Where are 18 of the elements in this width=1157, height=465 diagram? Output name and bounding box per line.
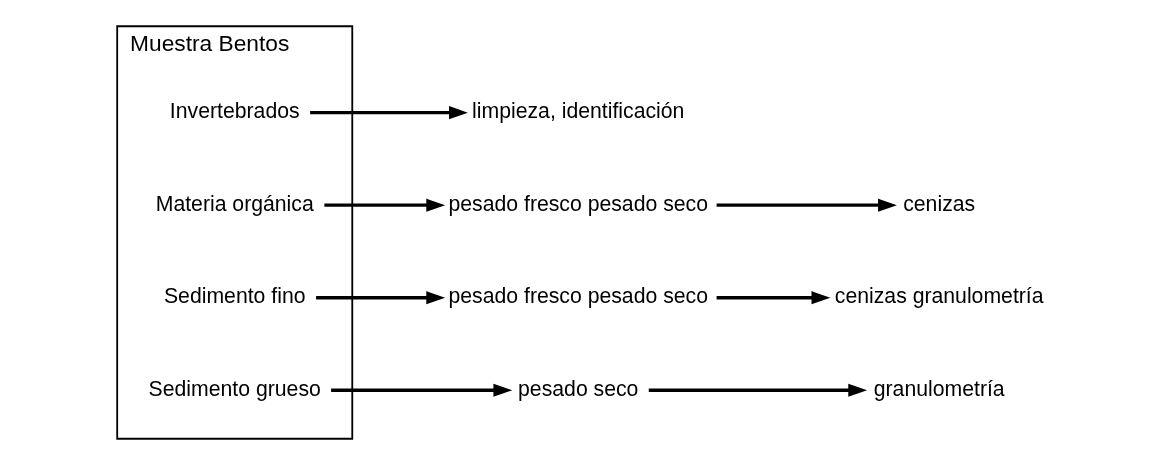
- arrow: [315, 291, 445, 305]
- node-text: pesado fresco pesado seco: [447, 284, 708, 308]
- node-text: Sedimento fino: [163, 284, 306, 308]
- node-text: limpieza, identificación: [471, 99, 684, 123]
- node-text: Sedimento grueso: [148, 376, 321, 400]
- arrow: [323, 198, 445, 212]
- node-text: Invertebrados: [169, 99, 300, 123]
- arrow: [648, 383, 867, 397]
- arrow: [309, 106, 468, 120]
- node-text: granulometría: [873, 376, 1005, 400]
- node-text: cenizas granulometría: [834, 284, 1044, 308]
- node-text: Materia orgánica: [155, 191, 314, 215]
- arrow: [716, 291, 830, 305]
- node-text: cenizas: [902, 191, 975, 215]
- arrow: [716, 198, 897, 212]
- arrow: [330, 383, 512, 397]
- node-text: pesado seco: [517, 376, 638, 400]
- node-text: pesado fresco pesado seco: [447, 191, 708, 215]
